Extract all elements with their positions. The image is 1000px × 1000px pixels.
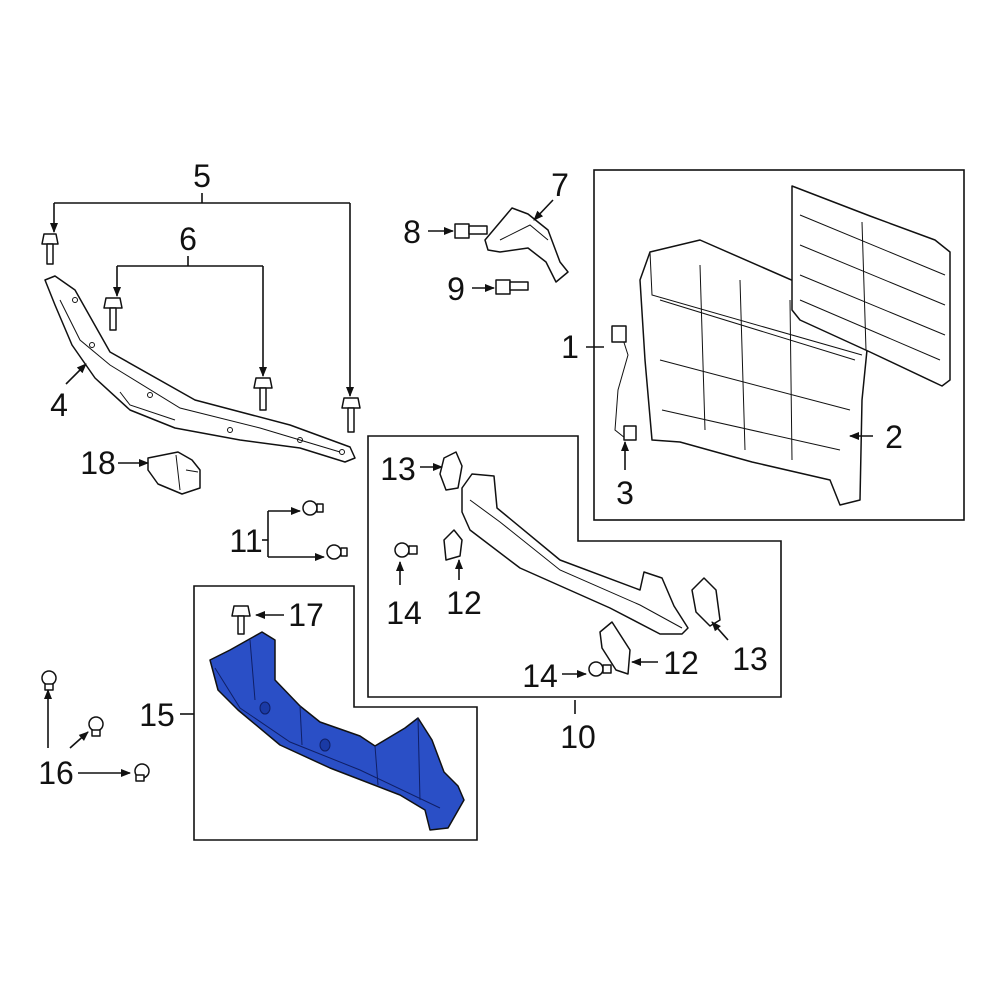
clip-icon	[588, 661, 612, 677]
callout-17: 17	[288, 597, 324, 633]
callout-15: 15	[139, 697, 175, 733]
bolt-icon	[495, 279, 529, 295]
bolt-icon	[341, 397, 361, 433]
clip-icon	[41, 670, 57, 691]
callout-11: 11	[229, 523, 262, 559]
clip-icon	[134, 763, 150, 782]
part-bumper-reinforcement	[461, 473, 689, 635]
callout-14: 14	[386, 595, 422, 631]
clip-icon	[88, 716, 104, 737]
callout-16: 16	[38, 755, 74, 791]
part-bracket	[443, 529, 463, 561]
part-sensor	[147, 451, 201, 495]
callout-1: 1	[561, 329, 579, 365]
callout-6: 6	[179, 221, 197, 257]
callout-18: 18	[80, 445, 116, 481]
part-bracket	[691, 577, 721, 627]
clip-icon	[326, 544, 348, 560]
callout-12: 12	[446, 585, 482, 621]
bolt-icon	[103, 297, 123, 331]
part-bracket	[484, 207, 569, 283]
callout-12: 12	[663, 645, 699, 681]
callout-5: 5	[193, 158, 211, 194]
bolt-icon	[253, 377, 273, 411]
callout-3: 3	[616, 475, 634, 511]
leader-lines	[44, 193, 873, 777]
part-bracket	[439, 451, 463, 491]
callout-13: 13	[732, 641, 768, 677]
bolt-icon	[454, 223, 488, 239]
callout-8: 8	[403, 214, 421, 250]
callout-14: 14	[522, 658, 558, 694]
frame-group-1-2-3	[593, 169, 965, 521]
callout-4: 4	[50, 387, 68, 423]
callout-10: 10	[560, 719, 596, 755]
part-bracket	[599, 621, 631, 675]
frame-group-10	[367, 435, 782, 698]
callout-13: 13	[380, 451, 416, 487]
bolt-icon	[41, 233, 59, 265]
frame-group-15	[193, 585, 478, 841]
part-wiring-harness	[611, 325, 637, 441]
clip-icon	[302, 500, 324, 516]
part-active-shutter	[791, 185, 951, 387]
callout-2: 2	[885, 419, 903, 455]
callout-9: 9	[447, 271, 465, 307]
part-upper-tie-bar	[44, 275, 356, 463]
part-energy-absorber	[209, 631, 465, 831]
callout-7: 7	[551, 167, 569, 203]
clip-icon	[394, 542, 418, 558]
bolt-icon	[231, 605, 251, 635]
